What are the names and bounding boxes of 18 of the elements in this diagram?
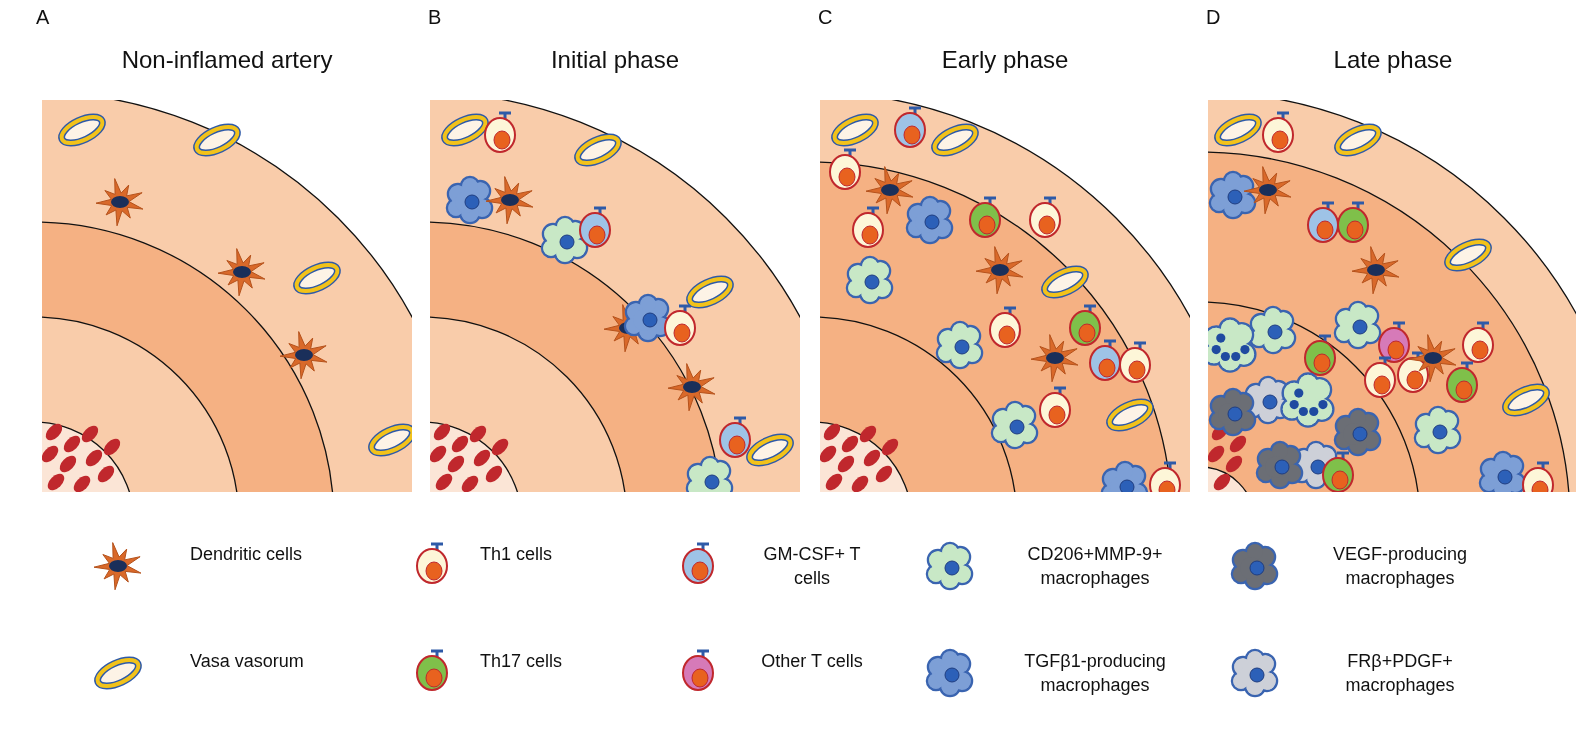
legend-label: CD206+MMP-9+ macrophages [1026,543,1164,590]
legend-label: Dendritic cells [190,543,304,566]
panel-letter: A [36,6,50,29]
panel-title: Non-inflamed artery [120,46,334,74]
legend-label: Vasa vasorum [190,650,305,673]
legend-label: Th17 cells [480,650,564,673]
panel-letter: D [1206,6,1221,29]
panel-letter: B [428,6,442,29]
panel-title: Initial phase [549,46,681,74]
legend-label: GM-CSF+ T cells [762,543,862,590]
legend-label: Other T cells [760,650,864,673]
panel-letter: C [818,6,833,29]
legend-label: VEGF-producing macrophages [1331,543,1469,590]
legend-label: Th1 cells [480,543,554,566]
legend-label: FRβ+PDGF+ macrophages [1344,650,1456,697]
panel-title: Early phase [940,46,1070,74]
legend-label: TGFβ1-producing macrophages [1023,650,1167,697]
panel-title: Late phase [1332,46,1454,74]
